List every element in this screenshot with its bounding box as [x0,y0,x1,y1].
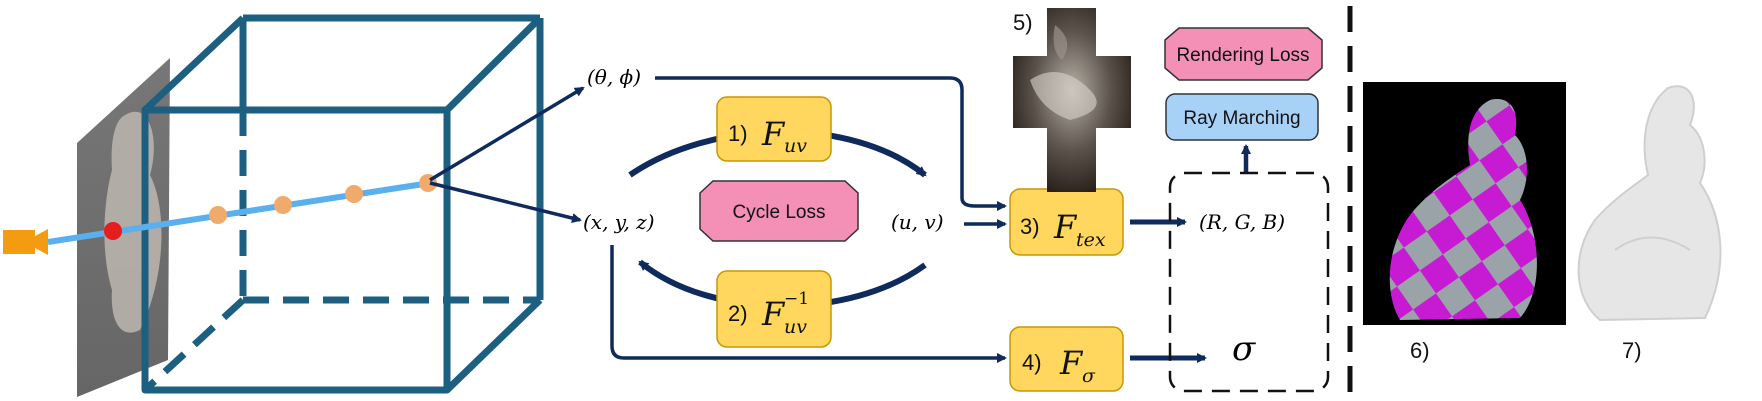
svg-text:4): 4) [1022,350,1042,375]
cube [141,14,544,394]
sample-point [345,185,363,203]
texture-map: 5) [1013,8,1131,192]
svg-text:Cycle Loss: Cycle Loss [733,202,826,223]
textured-render: 6) [1363,82,1566,363]
svg-text:σ: σ [1082,365,1096,387]
svg-text:uv: uv [784,135,807,157]
svg-text:uv: uv [784,316,807,338]
module-f-uv: 1) F uv [716,96,832,162]
arrow-to-position [429,181,582,223]
svg-text:−1: −1 [784,289,809,309]
svg-text:1): 1) [728,121,748,146]
svg-text:F: F [1053,208,1078,246]
module-f-tex: 3) F tex [1009,188,1124,256]
camera-icon [3,229,48,255]
geometry-render: 7) [1577,85,1722,363]
cycle-loss-badge: Cycle Loss [699,180,859,242]
arrow-to-view-dir [429,86,585,182]
hit-point [104,222,122,240]
svg-text:F: F [761,115,786,153]
geometry-number: 7) [1622,338,1642,363]
uv-label: (u, v) [891,210,944,234]
texture-number: 5) [1013,10,1033,35]
svg-text:tex: tex [1076,229,1106,251]
svg-text:Ray Marching: Ray Marching [1183,108,1300,129]
sample-point [274,196,292,214]
rgb-label: (R, G, B) [1199,210,1285,234]
svg-text:2): 2) [728,301,748,326]
arrow-position-to-fsigma [610,245,1007,363]
sample-point [209,206,227,224]
svg-text:3): 3) [1020,214,1040,239]
arrow-view-dir-to-ftex [655,76,1007,211]
textured-number: 6) [1410,338,1430,363]
rendering-loss-badge: Rendering Loss [1164,27,1323,81]
svg-text:F: F [761,295,786,333]
sigma-label: σ [1232,329,1256,369]
module-f-uv-inverse: 2) F uv −1 [716,270,832,348]
svg-text:F: F [1059,344,1084,382]
module-f-sigma: 4) F σ [1009,326,1124,392]
view-dir-label: (θ, ϕ) [587,65,641,89]
svg-text:Rendering Loss: Rendering Loss [1176,45,1309,66]
output-group [1168,171,1330,393]
position-label: (x, y, z) [583,210,655,234]
ray [47,174,437,245]
ray-marching-box: Ray Marching [1165,93,1319,141]
